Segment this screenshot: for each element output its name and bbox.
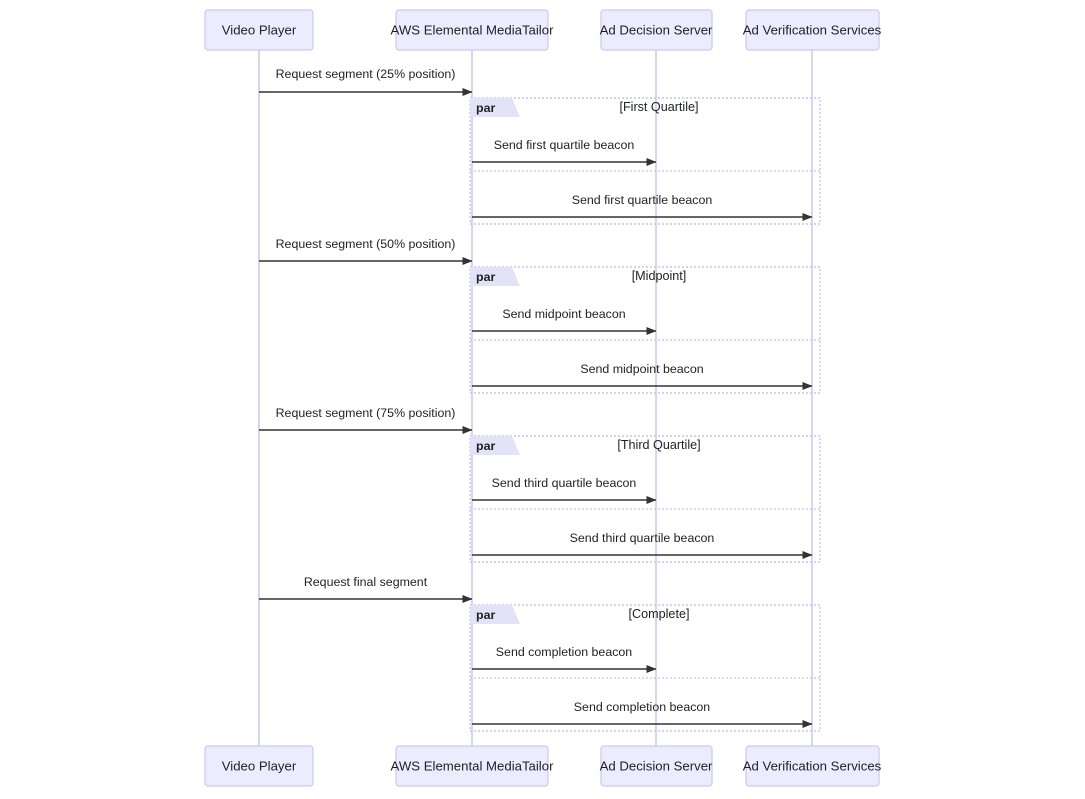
- par-block-p3: par [Third Quartile]: [469, 435, 821, 563]
- participant-box[interactable]: [395, 9, 549, 51]
- participant-bottom-tailor[interactable]: AWS Elemental MediaTailor: [391, 745, 555, 787]
- message-m10: Request final segment: [259, 575, 473, 603]
- participant-top-ads[interactable]: Ad Decision Server: [600, 9, 713, 51]
- participant-label: Video Player: [222, 22, 297, 37]
- par-block-outline: [469, 97, 821, 225]
- par-keyword-tab: [470, 98, 520, 117]
- message-label: Send first quartile beacon: [494, 138, 635, 152]
- par-block-outline: [469, 604, 821, 732]
- message-m3: Send first quartile beacon: [472, 193, 813, 221]
- message-m6: Send midpoint beacon: [472, 362, 813, 390]
- participant-label: Ad Verification Services: [743, 22, 882, 37]
- message-label: Send midpoint beacon: [580, 362, 703, 376]
- par-keyword-tab: [470, 267, 520, 286]
- message-m11: Send completion beacon: [472, 645, 657, 673]
- message-label: Request segment (75% position): [276, 406, 456, 420]
- par-keyword-label: par: [476, 101, 495, 115]
- participant-box[interactable]: [204, 745, 314, 787]
- participant-box[interactable]: [600, 745, 713, 787]
- participant-label: Ad Verification Services: [743, 758, 882, 773]
- message-m9: Send third quartile beacon: [472, 531, 813, 559]
- participant-box[interactable]: [745, 745, 880, 787]
- participant-box[interactable]: [204, 9, 314, 51]
- par-block-p4: par [Complete]: [469, 604, 821, 732]
- message-m1: Request segment (25% position): [259, 67, 473, 96]
- participant-box[interactable]: [745, 9, 880, 51]
- message-label: Send first quartile beacon: [572, 193, 713, 207]
- par-block-p2: par [Midpoint]: [469, 266, 821, 394]
- message-m5: Send midpoint beacon: [472, 307, 657, 335]
- participant-top-tailor[interactable]: AWS Elemental MediaTailor: [391, 9, 555, 51]
- par-keyword-label: par: [476, 270, 495, 284]
- message-m8: Send third quartile beacon: [472, 476, 657, 504]
- par-keyword-tab: [470, 436, 520, 455]
- par-condition-label: [Complete]: [629, 607, 690, 621]
- message-m2: Send first quartile beacon: [472, 138, 657, 166]
- message-m4: Request segment (50% position): [259, 237, 473, 265]
- message-label: Send third quartile beacon: [492, 476, 637, 490]
- par-blocks-layer: par [First Quartile] par [Midpoint] par [Thir…: [469, 97, 821, 732]
- messages-layer: Request segment (25% position) Send first…: [259, 67, 813, 728]
- par-keyword-label: par: [476, 439, 495, 453]
- participant-top-player[interactable]: Video Player: [204, 9, 314, 51]
- participant-bottom-player[interactable]: Video Player: [204, 745, 314, 787]
- message-label: Send completion beacon: [496, 645, 633, 659]
- message-label: Send third quartile beacon: [570, 531, 715, 545]
- participant-label: Ad Decision Server: [600, 758, 713, 773]
- par-block-p1: par [First Quartile]: [469, 97, 821, 225]
- message-m12: Send completion beacon: [472, 700, 813, 728]
- participant-label: Video Player: [222, 758, 297, 773]
- participant-bottom-ads[interactable]: Ad Decision Server: [600, 745, 713, 787]
- participant-top-verify[interactable]: Ad Verification Services: [743, 9, 882, 51]
- message-m7: Request segment (75% position): [259, 406, 473, 434]
- participant-label: AWS Elemental MediaTailor: [391, 22, 555, 37]
- message-label: Send midpoint beacon: [502, 307, 625, 321]
- participant-label: AWS Elemental MediaTailor: [391, 758, 555, 773]
- participant-bottom-verify[interactable]: Ad Verification Services: [743, 745, 882, 787]
- participant-label: Ad Decision Server: [600, 22, 713, 37]
- par-keyword-label: par: [476, 608, 495, 622]
- par-keyword-tab: [470, 605, 520, 624]
- par-condition-label: [First Quartile]: [619, 100, 698, 114]
- message-label: Send completion beacon: [574, 700, 711, 714]
- par-block-outline: [469, 266, 821, 394]
- par-block-outline: [469, 435, 821, 563]
- message-label: Request final segment: [304, 575, 428, 589]
- participant-box[interactable]: [600, 9, 713, 51]
- message-label: Request segment (50% position): [276, 237, 456, 251]
- par-condition-label: [Midpoint]: [632, 269, 687, 283]
- participant-box[interactable]: [395, 745, 549, 787]
- message-label: Request segment (25% position): [276, 67, 456, 81]
- lifelines-layer: [258, 50, 813, 746]
- par-condition-label: [Third Quartile]: [617, 438, 700, 452]
